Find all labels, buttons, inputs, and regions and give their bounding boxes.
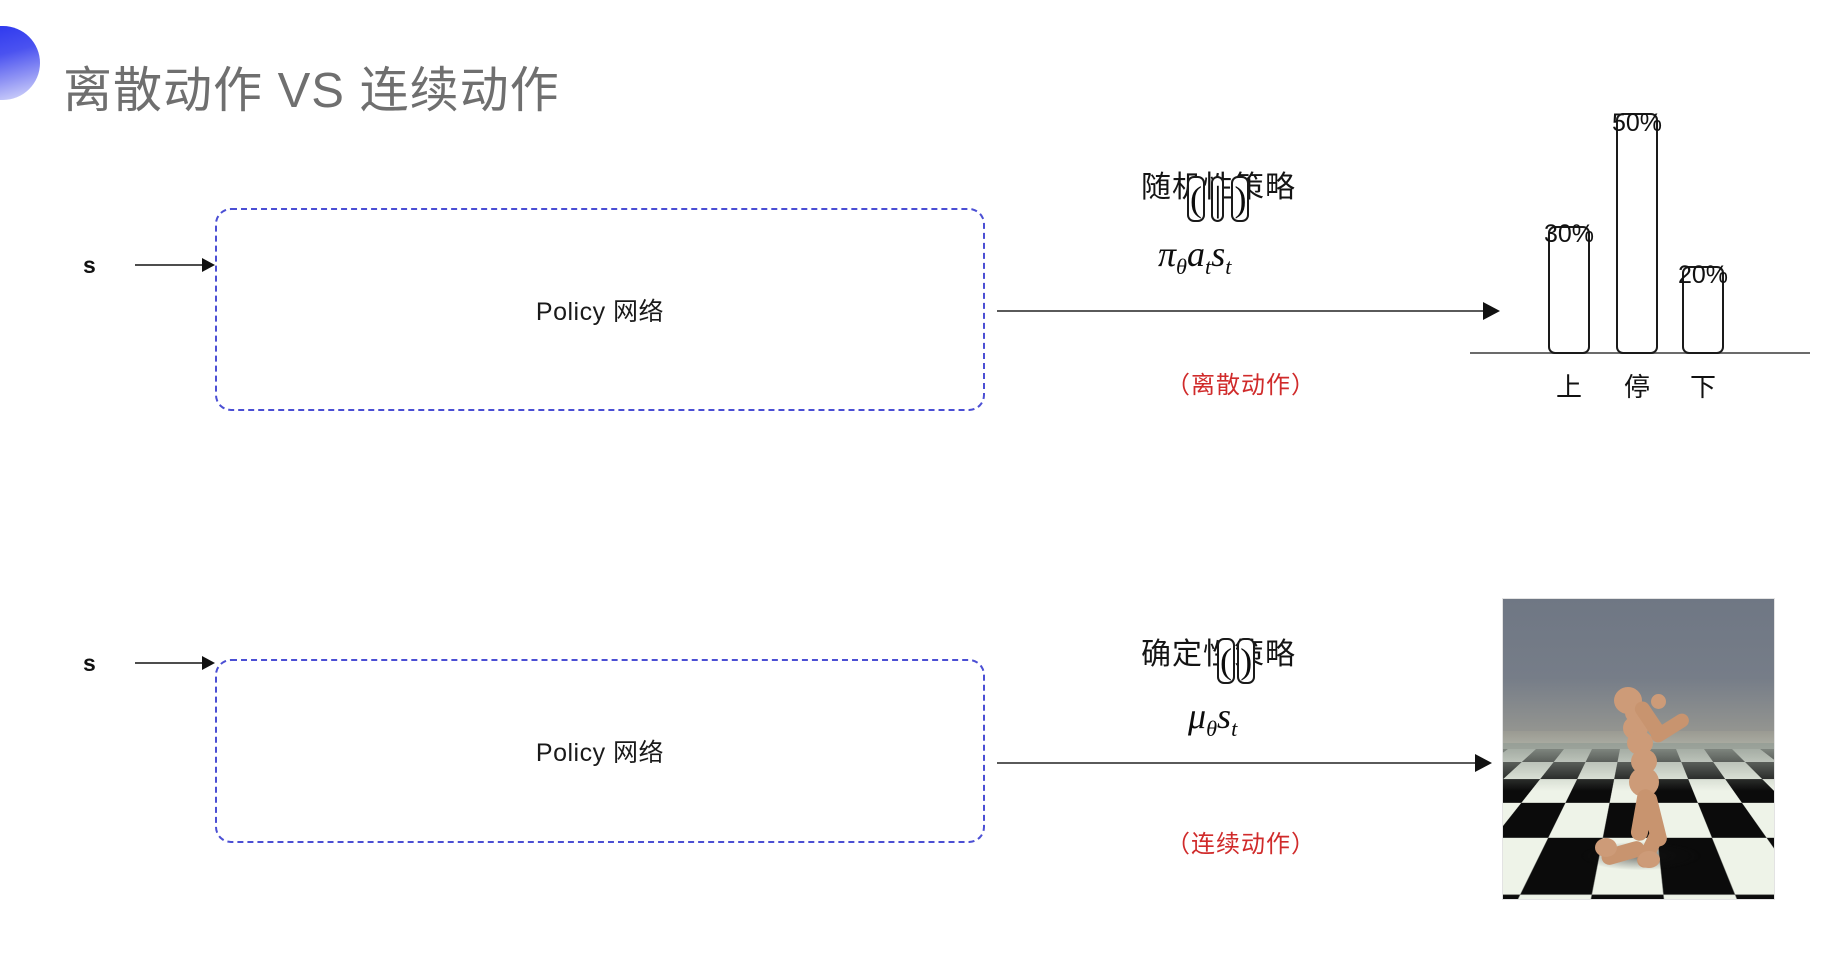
page-title: 离散动作 VS 连续动作	[63, 63, 560, 118]
formula-open-paren: (	[1187, 176, 1206, 223]
bar-value-shang: 30%	[1543, 220, 1595, 248]
bar-chart-discrete-action-distribution: 30% 上 50% 停 20% 下	[1470, 109, 1810, 412]
output-arrow-continuous	[997, 754, 1492, 772]
bar-value-xia: 20%	[1677, 261, 1729, 289]
humanoid-simulation-image	[1502, 598, 1775, 900]
bar-category-xia: 下	[1689, 372, 1716, 402]
formula-arg2: s	[1211, 234, 1226, 274]
action-type-tag-discrete: （离散动作）	[1166, 372, 1316, 399]
bar-shang	[1548, 226, 1590, 354]
policy-network-label-continuous: Policy 网络	[535, 739, 665, 767]
formula-fn-sub: θ	[1176, 254, 1188, 280]
bar-category-ting: 停	[1623, 372, 1650, 402]
action-type-tag-continuous: （连续动作）	[1166, 831, 1316, 858]
row-discrete-action: s Policy 网络 随机性策略 πθ(at|st) （离散动作） 30% 上…	[83, 109, 1810, 412]
formula-fn: μ	[1188, 696, 1207, 736]
humanoid-hand	[1651, 694, 1666, 709]
formula-arg1-sub: t	[1231, 716, 1238, 742]
state-label-discrete: s	[83, 252, 96, 278]
output-arrow-discrete	[997, 302, 1500, 320]
bar-category-shang: 上	[1555, 372, 1582, 402]
bar-xia	[1682, 266, 1724, 354]
formula-arg1: a	[1187, 234, 1206, 274]
formula-fn-sub: θ	[1206, 716, 1218, 742]
formula-arg2-sub: t	[1225, 254, 1232, 280]
bar-ting	[1616, 113, 1658, 354]
formula-arg1: s	[1217, 696, 1232, 736]
formula-fn: π	[1158, 234, 1177, 274]
row-continuous-action: s Policy 网络 确定性策略 μθ(st) （连续动作）	[0, 483, 1846, 966]
humanoid-left-foot	[1595, 838, 1617, 857]
state-label-continuous: s	[83, 650, 96, 676]
formula-separator: |	[1211, 176, 1225, 223]
formula-close-paren: )	[1231, 176, 1250, 223]
policy-formula-discrete: πθ ( at | st)	[1158, 176, 1250, 280]
formula-close-paren: )	[1237, 638, 1256, 685]
policy-network-box-continuous[interactable]: Policy 网络	[215, 659, 985, 843]
policy-network-box-discrete[interactable]: Policy 网络	[215, 208, 985, 411]
policy-network-label-discrete: Policy 网络	[535, 297, 665, 326]
input-arrow-continuous	[135, 656, 215, 670]
formula-open-paren: (	[1217, 638, 1236, 685]
policy-formula-continuous: μθ ( st)	[1188, 638, 1256, 742]
humanoid-right-foot	[1638, 851, 1660, 868]
formula-arg1-sub: t	[1205, 254, 1212, 280]
bar-value-ting: 50%	[1611, 109, 1663, 137]
input-arrow-discrete	[135, 258, 215, 272]
